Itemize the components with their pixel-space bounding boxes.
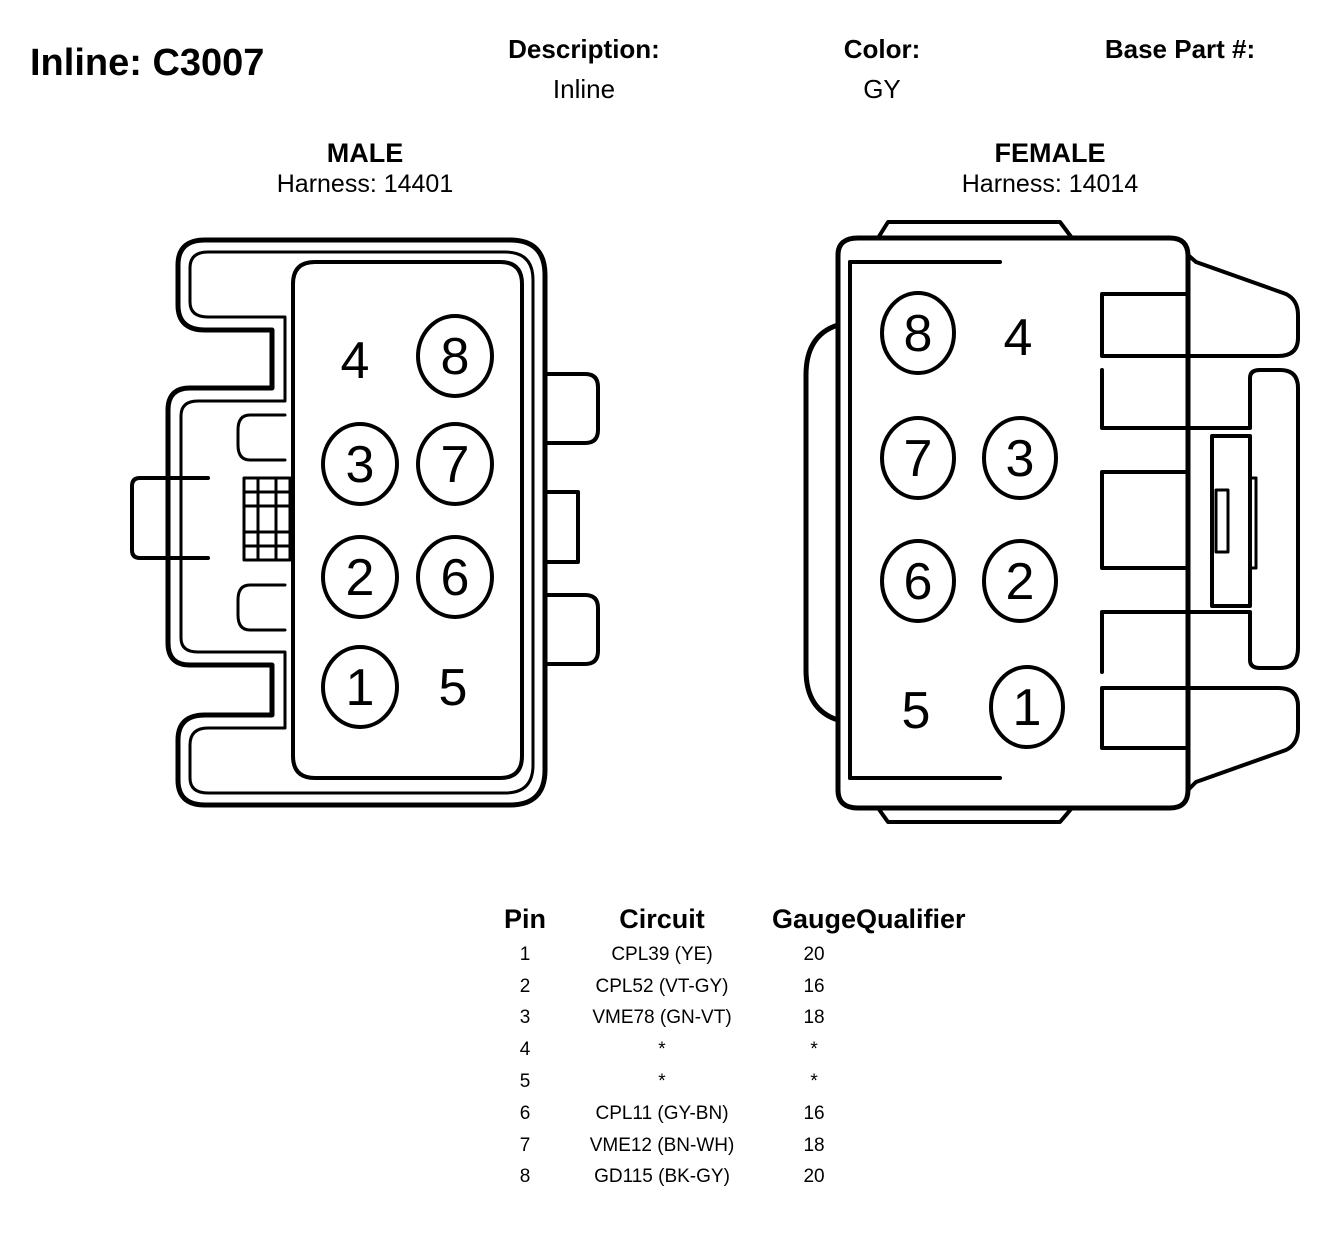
table-row: 2 CPL52 (VT-GY) 16	[498, 971, 966, 1003]
female-pin-3-label: 3	[1006, 430, 1035, 488]
row-qualifier	[856, 1003, 966, 1035]
male-pin-5-label: 5	[439, 659, 468, 717]
male-pin-3-label: 3	[346, 436, 375, 494]
female-pin-7-label: 7	[904, 430, 933, 488]
male-pin-6-label: 6	[441, 549, 470, 607]
female-pin-2: 2	[982, 539, 1058, 623]
color-value: GY	[863, 74, 901, 104]
female-pin-2-label: 2	[1006, 553, 1035, 611]
row-circuit: VME12 (BN-WH)	[589, 1134, 735, 1156]
row-circuit: CPL52 (VT-GY)	[595, 975, 729, 997]
row-gauge: 16	[803, 975, 825, 997]
row-pin: 3	[519, 1007, 531, 1029]
row-gauge: 16	[803, 1102, 825, 1124]
row-gauge: 20	[803, 1166, 825, 1188]
header-qualifier: Qualifier	[856, 904, 966, 934]
table-row: 3 VME78 (GN-VT) 18	[498, 1003, 966, 1035]
color-label: Color:	[843, 34, 921, 64]
connector-title: Inline: C3007	[30, 42, 265, 84]
row-circuit: CPL11 (GY-BN)	[595, 1102, 729, 1124]
male-label: MALE	[326, 138, 404, 168]
female-pin-4: 4	[1004, 309, 1033, 367]
female-pin-4-label: 4	[1004, 309, 1033, 367]
row-gauge: 18	[803, 1007, 825, 1029]
male-pin-6: 6	[416, 535, 494, 619]
female-pin-1: 1	[989, 665, 1065, 749]
female-pin-1-label: 1	[1013, 679, 1042, 737]
male-pin-4: 4	[341, 332, 370, 390]
row-circuit: VME78 (GN-VT)	[592, 1007, 732, 1029]
male-pin-3: 3	[321, 422, 399, 506]
row-gauge: *	[810, 1039, 818, 1061]
table-row: 4 * *	[498, 1034, 966, 1066]
row-pin: 4	[519, 1039, 531, 1061]
row-circuit: *	[658, 1039, 666, 1061]
male-pin-7: 7	[416, 422, 494, 506]
male-pin-1-label: 1	[346, 659, 375, 717]
pin-table: Pin Circuit Gauge Qualifier 1 CPL39 (YE)…	[498, 904, 966, 1193]
male-pin-8: 8	[416, 314, 494, 398]
connector-diagram: 4 8 3 7 2 6 1 5 8 4 7 3 6	[130, 220, 1300, 824]
header-pin: Pin	[503, 904, 546, 934]
row-pin: 7	[519, 1134, 531, 1156]
male-connector-body	[130, 237, 600, 808]
row-qualifier	[856, 1034, 966, 1066]
male-pin-4-label: 4	[341, 332, 370, 390]
row-qualifier	[856, 1162, 966, 1194]
female-pin-6: 6	[880, 539, 956, 623]
row-pin: 8	[519, 1166, 531, 1188]
row-circuit: *	[658, 1071, 666, 1093]
header-gauge: Gauge	[772, 904, 857, 934]
row-qualifier	[856, 971, 966, 1003]
row-circuit: GD115 (BK-GY)	[594, 1166, 730, 1188]
base-part-label: Base Part #:	[1104, 34, 1256, 64]
female-pin-8-label: 8	[904, 305, 933, 363]
female-connector-body	[803, 220, 1300, 824]
table-row: 6 CPL11 (GY-BN) 16	[498, 1098, 966, 1130]
row-circuit: CPL39 (YE)	[611, 943, 713, 965]
row-pin: 6	[519, 1102, 531, 1124]
table-row: 7 VME12 (BN-WH) 18	[498, 1130, 966, 1162]
row-gauge: *	[810, 1071, 818, 1093]
male-pin-5: 5	[439, 659, 468, 717]
table-row: 8 GD115 (BK-GY) 20	[498, 1162, 966, 1194]
row-pin: 5	[519, 1071, 531, 1093]
description-label: Description:	[508, 34, 660, 64]
header-circuit: Circuit	[619, 904, 705, 934]
female-pin-3: 3	[982, 416, 1058, 500]
row-qualifier	[856, 1130, 966, 1162]
male-harness: Harness: 14401	[276, 170, 454, 198]
row-gauge: 20	[803, 943, 825, 965]
male-pin-7-label: 7	[441, 436, 470, 494]
row-pin: 1	[519, 943, 531, 965]
female-harness: Harness: 14014	[961, 170, 1139, 198]
female-pin-8: 8	[880, 291, 956, 375]
female-pin-5: 5	[902, 682, 931, 740]
male-pin-2-label: 2	[346, 549, 375, 607]
female-pin-7: 7	[880, 416, 956, 500]
female-label: FEMALE	[994, 138, 1106, 168]
female-pin-5-label: 5	[902, 682, 931, 740]
male-pin-8-label: 8	[441, 328, 470, 386]
female-pin-6-label: 6	[904, 553, 933, 611]
table-row: 5 * *	[498, 1066, 966, 1098]
row-qualifier	[856, 1098, 966, 1130]
row-gauge: 18	[803, 1134, 825, 1156]
row-qualifier	[856, 939, 966, 971]
description-value: Inline	[552, 74, 616, 104]
row-pin: 2	[519, 975, 531, 997]
table-row: 1 CPL39 (YE) 20	[498, 939, 966, 971]
male-pin-1: 1	[321, 645, 399, 729]
row-qualifier	[856, 1066, 966, 1098]
pin-table-header: Pin Circuit Gauge Qualifier	[498, 904, 966, 939]
male-pin-2: 2	[321, 535, 399, 619]
